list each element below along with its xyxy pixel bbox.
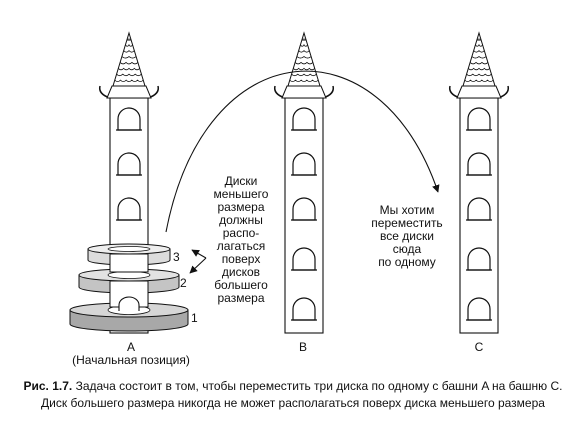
caption-line-1: Задача состоит в том, чтобы переместить …	[75, 379, 563, 393]
tower-window	[116, 107, 142, 131]
caption-line-2: Диск большего размера никогда не может р…	[41, 396, 545, 410]
tower-window	[116, 197, 142, 221]
tower-a-body-segment	[109, 253, 149, 273]
tower-window	[291, 197, 317, 221]
tower-roof-base	[456, 85, 502, 99]
tower-a-subtitle: (Начальная позиция)	[72, 353, 190, 367]
tower-spire	[462, 31, 496, 87]
tower-roof-base	[281, 85, 327, 99]
tower-window	[291, 297, 317, 321]
tower-window	[291, 107, 317, 131]
figure-caption: Рис. 1.7. Задача состоит в том, чтобы пе…	[0, 378, 586, 412]
tower-c-label: C	[474, 340, 484, 354]
tower-roof-base	[106, 85, 152, 99]
tower-b	[273, 31, 335, 334]
caption-label: Рис. 1.7.	[23, 379, 73, 393]
stacking-rule-note: Диски меньшего размера должны распо- лаг…	[213, 174, 269, 305]
tower-a-window-partial	[118, 296, 140, 311]
tower-window	[466, 152, 492, 176]
note-arrow-to-disk-3	[191, 249, 207, 259]
tower-c	[448, 31, 510, 334]
tower-spire	[112, 31, 146, 87]
disk-2-number: 2	[180, 276, 187, 290]
disk-1-number: 1	[191, 311, 198, 325]
tower-window	[466, 297, 492, 321]
tower-window	[466, 197, 492, 221]
note-arrow-to-disk-2	[189, 257, 207, 274]
disk-3	[87, 243, 171, 266]
tower-window	[466, 107, 492, 131]
tower-b-label: B	[298, 340, 307, 354]
tower-window	[291, 152, 317, 176]
tower-window	[466, 247, 492, 271]
tower-spire	[287, 31, 321, 87]
tower-window	[116, 152, 142, 176]
tower-window	[291, 247, 317, 271]
move-arc-arrow	[165, 70, 440, 233]
goal-note: Мы хотим переместить все диски сюда по о…	[371, 203, 443, 269]
disk-3-number: 3	[173, 250, 180, 264]
arrows	[165, 70, 440, 274]
tower-a-label: A	[126, 340, 135, 354]
